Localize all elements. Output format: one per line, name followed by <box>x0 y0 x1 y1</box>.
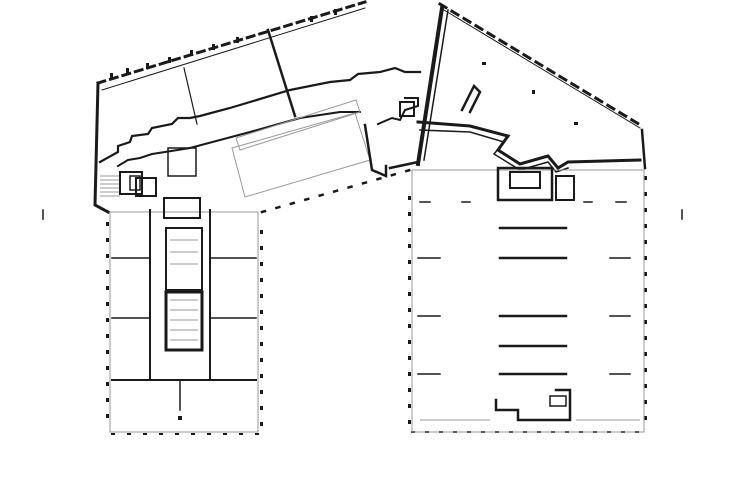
sw-core-lift <box>164 290 204 352</box>
corridor-outline <box>231 112 371 198</box>
connector-wall-inner <box>419 129 569 173</box>
east-wall-upper <box>640 128 647 170</box>
north-east-wing <box>388 1 647 173</box>
sw-core-upper <box>163 197 201 219</box>
core-room-west <box>119 171 143 195</box>
north-wing-columns <box>110 9 337 79</box>
south-facade-wall <box>260 168 412 214</box>
south-east-block <box>408 166 647 433</box>
se-beams <box>417 201 631 376</box>
corridor-outline-2 <box>235 99 361 151</box>
se-core-side <box>555 175 575 201</box>
south-west-block <box>106 147 263 435</box>
ne-column-2 <box>574 122 578 125</box>
north-east-facade-wall <box>437 1 645 129</box>
north-east-facade-inner <box>443 9 641 129</box>
connector-wall <box>416 120 642 170</box>
sw-perimeter-columns <box>106 222 263 426</box>
se-core-top <box>496 166 554 202</box>
sw-core-top <box>165 227 203 291</box>
ne-column-1 <box>482 62 486 65</box>
sw-upper-room <box>167 147 197 177</box>
sw-column-1 <box>178 416 182 420</box>
se-core-bottom-room <box>549 395 567 407</box>
spine-wall-inner <box>423 9 449 161</box>
sw-small-room <box>135 177 157 197</box>
ne-column-3 <box>532 90 535 94</box>
north-facade-inner-line <box>101 7 366 91</box>
se-core-top-inner <box>509 171 541 189</box>
inner-stepped-wall <box>98 66 422 164</box>
stair-west <box>100 175 120 197</box>
central-small-room <box>399 101 415 117</box>
central-room-wall-2 <box>376 97 419 126</box>
spine-foot-wall <box>388 160 420 170</box>
diagonal-small-wall <box>460 83 482 114</box>
north-facade-wall <box>96 0 367 85</box>
se-block-outline <box>411 169 645 433</box>
se-perimeter-columns <box>408 176 647 424</box>
sw-block-outline <box>109 211 259 433</box>
west-wall <box>93 81 111 215</box>
se-core-bottom <box>494 388 572 422</box>
spine-wall <box>415 5 445 167</box>
north-west-wing <box>93 0 422 215</box>
partition-wall-1 <box>266 28 297 118</box>
central-room-wall <box>363 123 388 178</box>
south-stepped-wall <box>116 111 361 168</box>
partition-wall-2 <box>183 67 198 125</box>
